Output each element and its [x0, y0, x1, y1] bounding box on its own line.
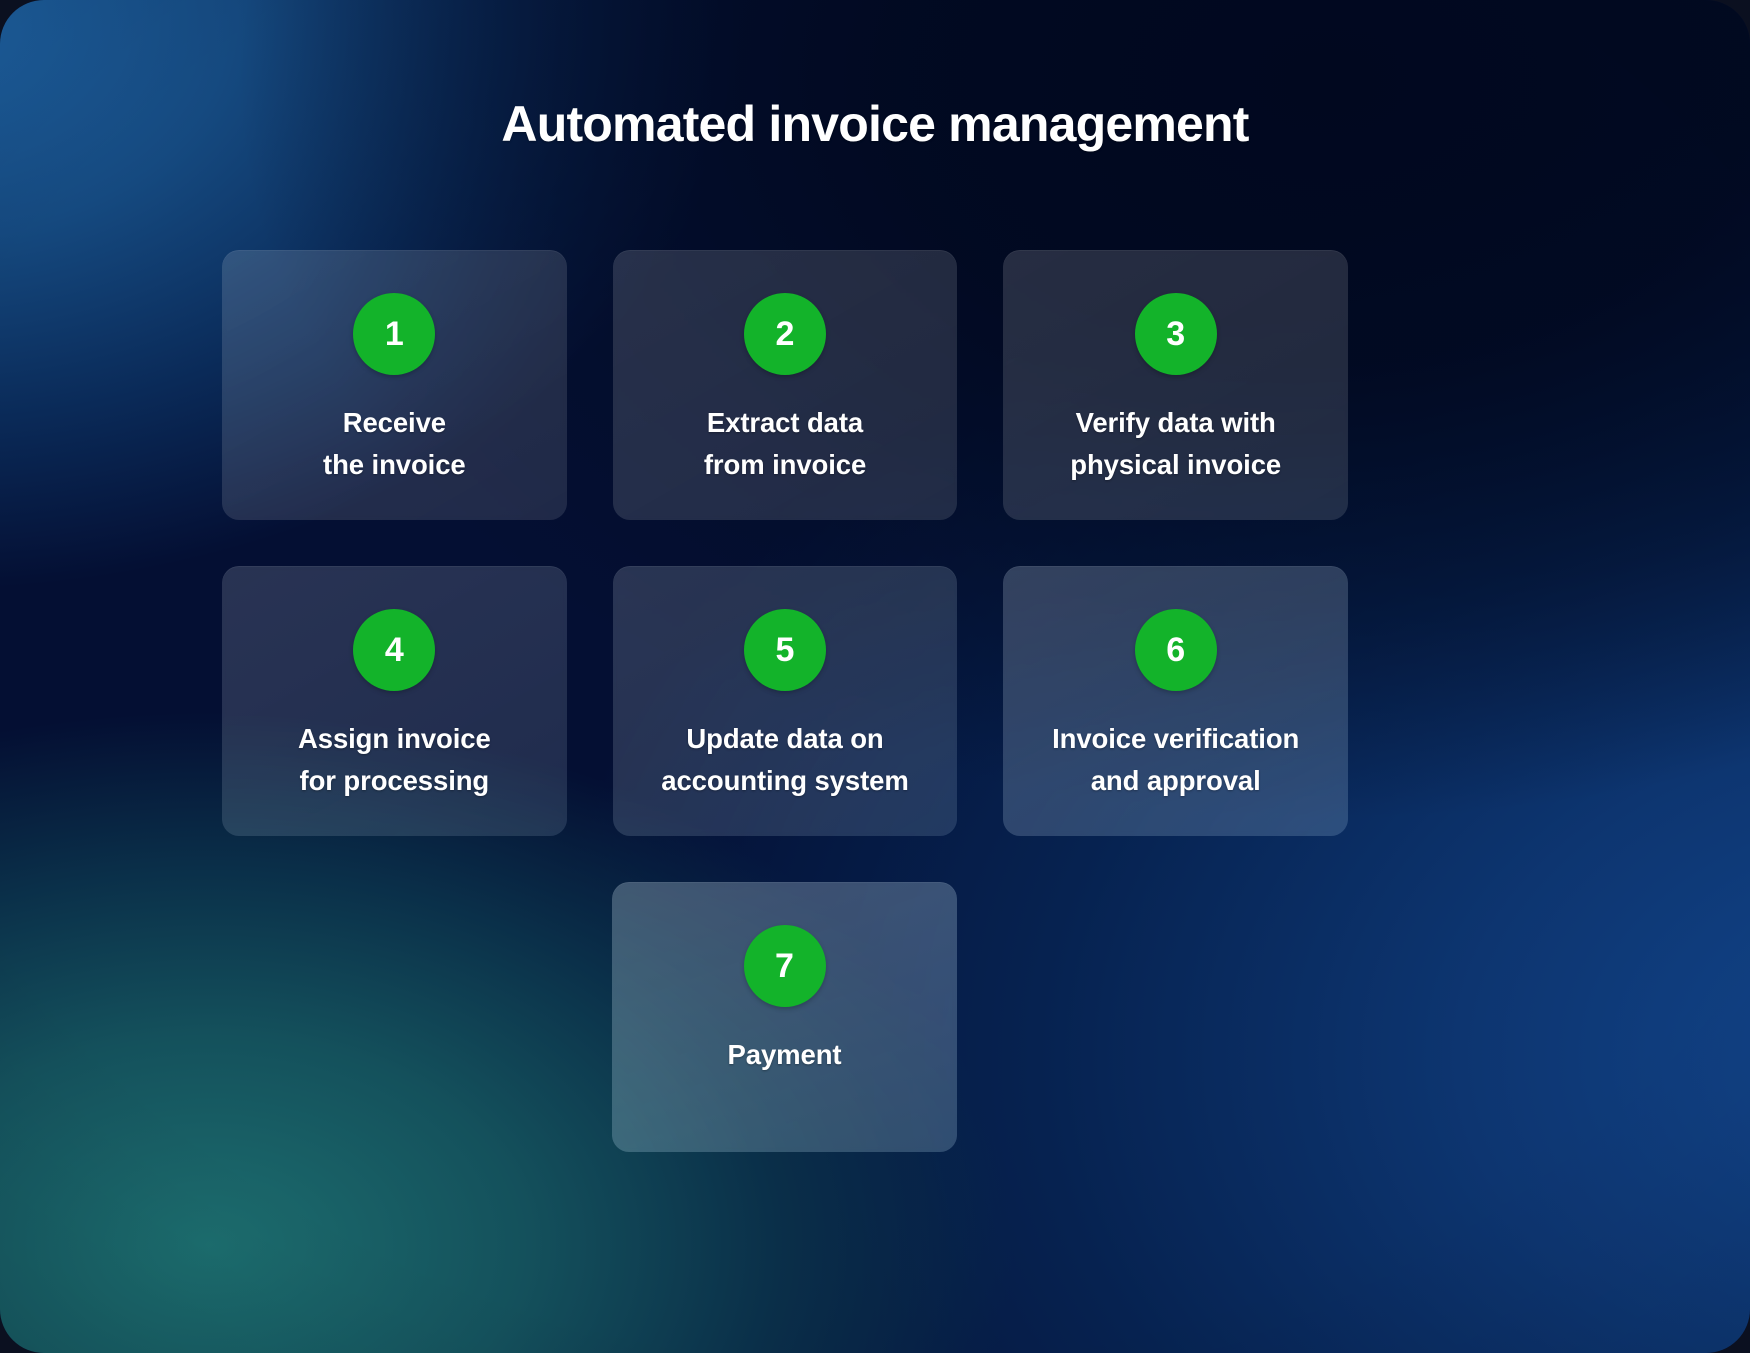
step-number-badge-2: 2 [744, 293, 826, 375]
step-number-badge-7: 7 [743, 925, 826, 1007]
step-label-3: Verify data with physical invoice [1070, 407, 1282, 480]
page-title: Automated invoice management [501, 96, 1249, 152]
step-number-badge-4: 4 [353, 609, 436, 691]
step-card-5[interactable]: 5 Update data on accounting system [612, 566, 958, 836]
steps-grid: 1 Receive the invoice 2 Extract data fro… [222, 250, 1349, 1198]
step-number-badge-6: 6 [1134, 609, 1217, 691]
step-number-badge-5: 5 [744, 609, 826, 691]
steps-row-1: 1 Receive the invoice 2 Extract data fro… [222, 250, 1349, 520]
step-card-3[interactable]: 3 Verify data with physical invoice [1003, 250, 1349, 520]
steps-row-3: 7 Payment [612, 882, 1348, 1152]
step-card-6[interactable]: 6 Invoice verification and approval [1003, 566, 1349, 836]
step-label-4: Assign invoice for processing [297, 723, 491, 796]
step-card-7[interactable]: 7 Payment [612, 882, 957, 1152]
step-label-7: Payment [727, 1039, 842, 1070]
step-label-5: Update data on accounting system [661, 723, 909, 796]
step-number-badge-1: 1 [353, 293, 436, 375]
step-label-2: Extract data from invoice [703, 407, 867, 480]
step-card-4[interactable]: 4 Assign invoice for processing [222, 566, 567, 836]
steps-row-2: 4 Assign invoice for processing 5 Update… [222, 566, 1349, 836]
step-card-1[interactable]: 1 Receive the invoice [222, 250, 567, 520]
step-number-badge-3: 3 [1134, 293, 1217, 375]
step-label-1: Receive the invoice [323, 407, 466, 480]
step-card-2[interactable]: 2 Extract data from invoice [612, 250, 958, 520]
step-label-6: Invoice verification and approval [1052, 723, 1300, 796]
